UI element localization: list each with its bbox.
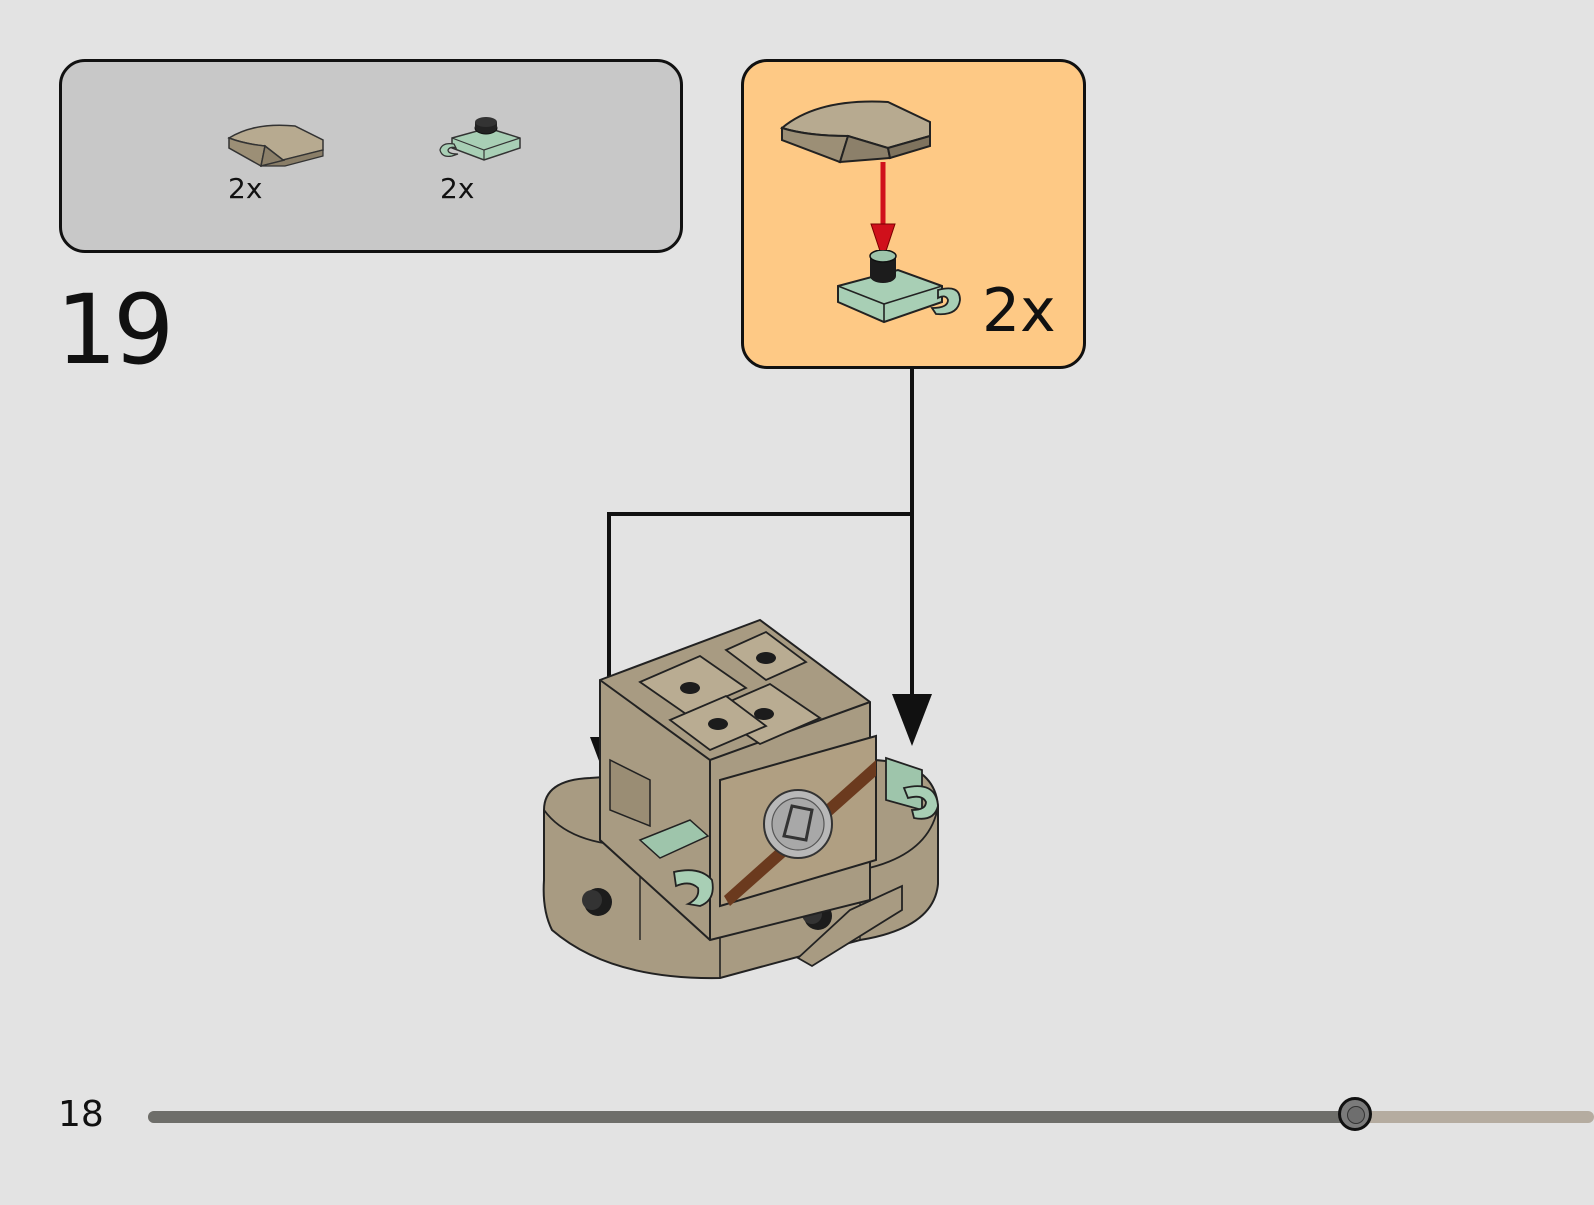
progress-fill [148,1111,1356,1123]
clip-plate-icon [885,756,939,820]
emblem-icon [763,789,833,859]
step-number: 19 [56,274,174,386]
clip-plate-icon [672,869,714,907]
model-assembly [542,618,939,980]
curved-slope-tile-icon [779,100,931,164]
page-number: 18 [58,1094,104,1135]
insertion-arrow [870,162,896,262]
clip-plate-icon [837,250,961,324]
subassembly-callout: 2x [741,59,1086,369]
clip-plate-icon [439,117,521,161]
parts-list-box: 2x 2x [59,59,683,253]
part-quantity: 2x [228,172,263,205]
progress-knob [1338,1097,1373,1131]
part-quantity: 2x [440,172,475,205]
curved-slope-tile-icon [227,124,324,168]
progress-bar [148,1097,1594,1131]
subassembly-quantity: 2x [982,276,1056,346]
